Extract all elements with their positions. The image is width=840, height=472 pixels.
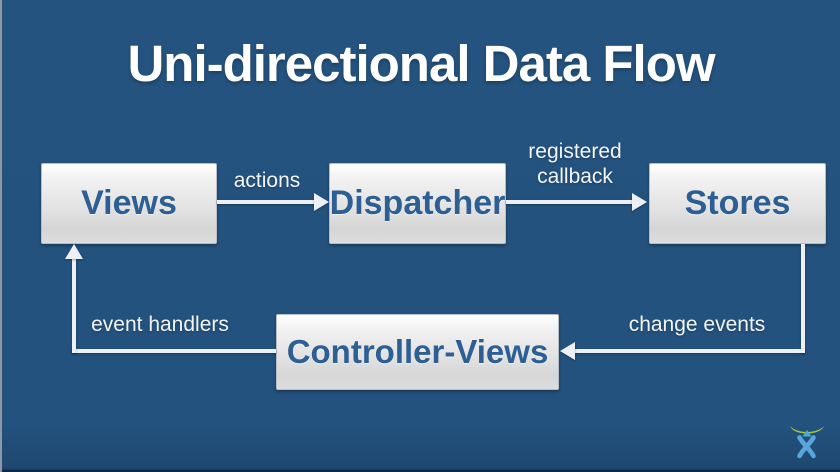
slide-title: Uni-directional Data Flow <box>127 35 715 92</box>
node-dispatcher-label: Dispatcher <box>329 184 506 222</box>
edge-controller-views-vline <box>72 257 76 353</box>
node-controller-views-label: Controller-Views <box>286 333 549 370</box>
arrowhead-right-icon <box>314 193 329 211</box>
edge-controller-views-hline <box>72 349 276 353</box>
node-controller-views: Controller-Views <box>276 314 559 390</box>
node-stores-label: Stores <box>684 184 791 222</box>
slide-bottom-edge <box>2 470 840 472</box>
node-views-label: Views <box>81 184 177 222</box>
arrowhead-right-icon <box>632 193 647 211</box>
edge-label-change-events: change events <box>628 313 766 336</box>
arrowhead-up-icon <box>65 244 83 259</box>
edge-dispatcher-stores-line <box>506 200 634 204</box>
edge-stores-controller-vline <box>801 244 805 353</box>
arrowhead-left-icon <box>560 342 575 360</box>
edge-label-event-handlers: event handlers <box>91 313 229 336</box>
node-views: Views <box>41 163 217 244</box>
atlassian-logo-icon <box>790 426 824 459</box>
edge-label-registered-callback: registered callback <box>528 140 622 188</box>
edge-views-dispatcher-line <box>217 200 317 204</box>
node-stores: Stores <box>649 163 826 244</box>
edge-label-actions: actions <box>233 169 301 192</box>
edge-stores-controller-hline <box>574 349 805 353</box>
node-dispatcher: Dispatcher <box>329 163 506 244</box>
